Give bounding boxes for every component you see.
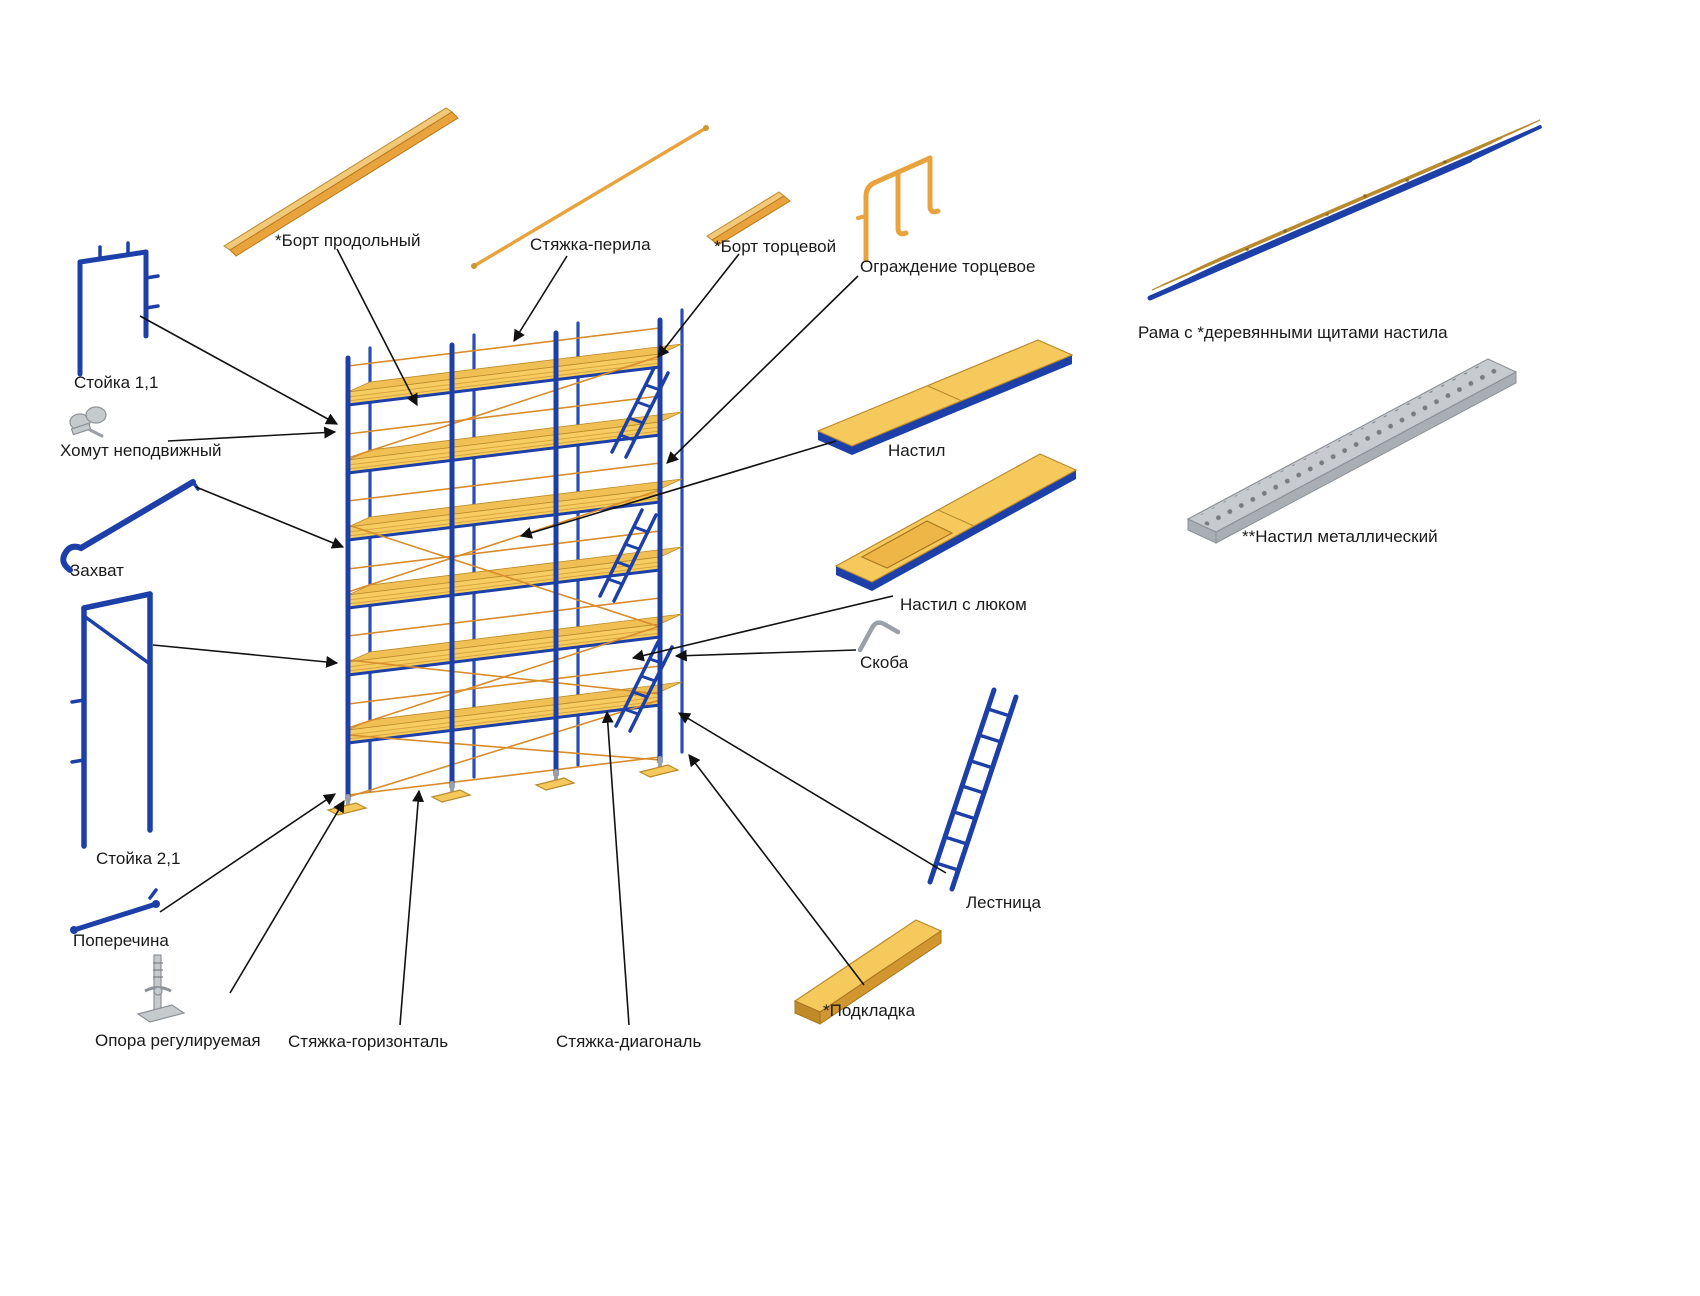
arrow-stoyka-2-1 (152, 644, 339, 668)
arrow-ograzhdenie (666, 275, 859, 464)
stoyka-2-1-part (70, 591, 153, 849)
nastil-s-lyukom-part (834, 453, 1078, 591)
scaffold-ladder (610, 366, 670, 459)
label-rama: Рама с *деревянными щитами настила (1138, 323, 1448, 342)
label-lestnitsa: Лестница (966, 893, 1042, 912)
perforation-pattern (1192, 362, 1510, 529)
label-bort-prodolny: *Борт продольный (275, 231, 420, 250)
arrow-nastil (519, 440, 837, 539)
label-nastil-s-lyukom: Настил с люком (900, 595, 1027, 614)
scaffold-ladder (614, 640, 674, 733)
label-styazhka-diagonal: Стяжка-диагональ (556, 1032, 701, 1051)
label-ograzhdenie: Ограждение торцевое (860, 257, 1035, 276)
labels: *Борт продольный Стяжка-перила *Борт тор… (60, 231, 1448, 1051)
label-zakhvat: Захват (70, 561, 124, 580)
bort-tortsevoy-part (706, 191, 791, 246)
ograzhdenie-tortsevoe-part (856, 155, 941, 263)
deck-front-faces (347, 353, 661, 744)
arrow-zakhvat (195, 486, 345, 549)
callout-arrows (139, 248, 947, 1026)
label-podkladka: *Подкладка (823, 1001, 916, 1020)
arrow-poperechina (159, 793, 336, 913)
bort-prodolny-part (223, 107, 459, 257)
stoyka-1-1-part (77, 241, 160, 377)
label-stoyka-2-1: Стойка 2,1 (96, 849, 180, 868)
label-nastil: Настил (888, 441, 945, 460)
nastil-metallicheskiy-part (1186, 358, 1518, 544)
arrow-styazhka-diagonal (601, 710, 630, 1026)
ties-and-rails (347, 327, 661, 798)
arrow-bort-tortsevoy (657, 253, 740, 358)
label-styazhka-perila: Стяжка-перила (530, 235, 651, 254)
nastil-part (816, 339, 1074, 455)
label-poperechina: Поперечина (73, 931, 169, 950)
arrow-stoyka-1-1 (139, 315, 339, 425)
arrow-khomut (167, 426, 337, 442)
arrow-opora (229, 799, 345, 994)
arrow-skoba (674, 649, 857, 662)
poperechina-part (70, 888, 160, 934)
arrow-styazhka-gorizontal (399, 789, 425, 1026)
label-stoyka-1-1: Стойка 1,1 (74, 373, 158, 392)
lestnitsa-part (927, 687, 1019, 892)
podkladka-part (793, 919, 943, 1025)
scaffold-assembly (326, 308, 684, 816)
styazhka-perila-part (471, 125, 709, 269)
arrow-nastil-s-lyukom (631, 595, 894, 662)
khomut-part (69, 406, 107, 438)
label-styazhka-gorizontal: Стяжка-горизонталь (288, 1032, 448, 1051)
arrow-lestnitsa (677, 712, 947, 874)
skoba-part (857, 620, 901, 653)
hatch (860, 520, 954, 569)
opora-part (136, 954, 186, 1023)
label-opora: Опора регулируемая (95, 1031, 261, 1050)
label-bort-tortsevoy: *Борт торцевой (714, 237, 836, 256)
rama-s-schitami-part (1147, 119, 1542, 301)
arrow-bort-prodolny (336, 248, 418, 407)
label-nastil-metallicheskiy: **Настил металлический (1242, 527, 1438, 546)
zakhvat-part (60, 479, 200, 573)
label-skoba: Скоба (860, 653, 909, 672)
arrow-styazhka-perila (513, 255, 568, 343)
arrow-podkladka (688, 754, 865, 986)
label-khomut: Хомут неподвижный (60, 441, 222, 460)
scaffold-ladder (598, 508, 658, 603)
